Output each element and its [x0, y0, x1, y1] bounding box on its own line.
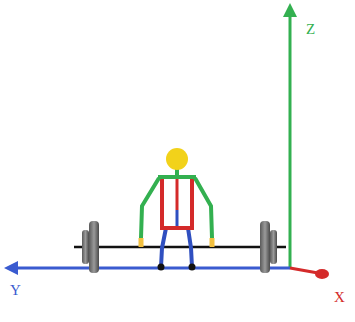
barbell-plate [260, 221, 270, 273]
head [166, 148, 188, 170]
x-axis [290, 268, 318, 273]
right-leg [188, 228, 192, 267]
z-arrowhead [283, 3, 297, 17]
axis-label: Z [306, 22, 315, 37]
foot [189, 264, 196, 271]
y-arrowhead [4, 261, 18, 275]
z-axis [289, 14, 292, 268]
x-arrowhead [315, 269, 329, 279]
right-arm [195, 178, 212, 238]
foot [158, 264, 165, 271]
pelvis [176, 210, 179, 228]
barbell-plate [89, 221, 99, 273]
barbell-plate [82, 230, 89, 264]
spine [176, 176, 179, 210]
left-leg [161, 228, 166, 267]
left-arm [141, 178, 159, 238]
axis-label: X [334, 290, 345, 305]
barbell-plate [270, 230, 277, 264]
y-axis [16, 267, 290, 270]
barbell-bar [74, 246, 286, 249]
hand [210, 238, 215, 247]
hand [139, 238, 144, 247]
axis-label: Y [10, 283, 21, 298]
